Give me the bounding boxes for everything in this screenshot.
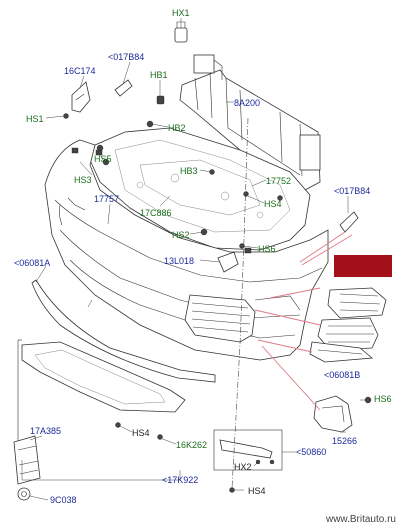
leader-lines — [21, 18, 368, 501]
label-hs6-right: HS6 — [374, 394, 392, 404]
label-17a385: 17A385 — [30, 426, 61, 436]
cover-017b84-right — [339, 211, 359, 233]
label-hx2: HX2 — [234, 462, 252, 472]
label-hb3: HB3 — [180, 166, 198, 176]
label-16c174: 16C174 — [64, 66, 96, 76]
label-17752: 17752 — [266, 176, 291, 186]
grille-assembly-06081b — [309, 287, 387, 363]
lower-panel-17k922 — [17, 339, 186, 460]
label-hx1: HX1 — [172, 8, 190, 18]
cover-017b84-top — [114, 79, 133, 97]
fasteners — [63, 113, 283, 493]
label-16k262: 16K262 — [176, 440, 207, 450]
bumper-beam-8a200 — [179, 54, 321, 191]
label-06081a: <06081A — [14, 258, 50, 268]
label-hs4-low: HS4 — [132, 428, 150, 438]
center-guide-line — [231, 117, 249, 489]
label-hs1: HS1 — [26, 114, 44, 124]
label-13l018: 13L018 — [164, 256, 194, 266]
hb1-fastener — [156, 95, 165, 105]
label-50860: <50860 — [296, 447, 326, 457]
label-hs5: HS5 — [94, 154, 112, 164]
strip-06081a — [31, 279, 216, 383]
label-17c886: 17C886 — [140, 208, 172, 218]
bracket-16c174 — [71, 81, 91, 113]
bracket-15266 — [313, 395, 372, 433]
label-017b84-right: <017B84 — [334, 186, 370, 196]
label-06081b: <06081B — [324, 370, 360, 380]
label-hs4-bottom: HS4 — [248, 486, 266, 496]
plate-bracket-17a385 — [13, 435, 41, 485]
label-17757: 17757 — [94, 194, 119, 204]
label-hb2: HB2 — [168, 123, 186, 133]
trim-50860 — [213, 429, 283, 471]
bumper-cover — [44, 139, 329, 361]
label-9c038: 9C038 — [50, 495, 77, 505]
highlight-box — [334, 255, 392, 277]
label-hs3: HS3 — [74, 175, 92, 185]
label-hs6-mid: HS6 — [258, 244, 276, 254]
label-15266: 15266 — [332, 436, 357, 446]
label-017b84-top: <017B84 — [108, 52, 144, 62]
watermark: www.Britauto.ru — [325, 514, 396, 525]
bracket-13l018 — [217, 251, 239, 273]
label-hs4-mid: HS4 — [264, 199, 282, 209]
pink-leaders — [254, 231, 353, 411]
label-hb1: HB1 — [150, 70, 168, 80]
label-hs2: HS2 — [172, 230, 190, 240]
nut-9c038 — [17, 487, 31, 501]
label-17k922: <17K922 — [162, 475, 198, 485]
label-8a200: 8A200 — [234, 98, 260, 108]
reference-labels: HX1 <017B84 16C174 HB1 8A200 HS1 HB2 HS5… — [14, 8, 392, 505]
